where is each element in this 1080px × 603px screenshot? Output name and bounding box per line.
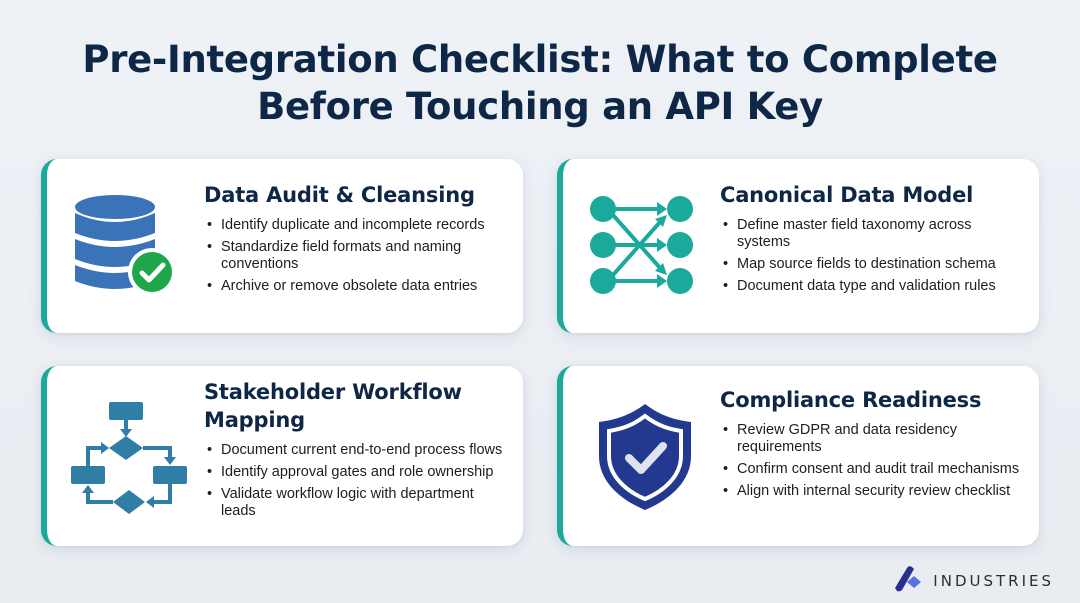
industries-logo-icon <box>893 564 923 597</box>
flowchart-icon <box>69 396 189 516</box>
brand-logo: INDUSTRIES <box>893 564 1054 597</box>
database-check-icon <box>69 189 179 299</box>
card-title: Compliance Readiness <box>720 388 982 412</box>
brand-name: INDUSTRIES <box>933 571 1054 590</box>
card-data-audit: Data Audit & Cleansing Identify duplicat… <box>41 159 523 333</box>
list-item: Define master field taxonomy across syst… <box>720 217 1025 251</box>
list-item: Align with internal security review chec… <box>720 483 1025 500</box>
checklist: Identify duplicate and incomplete record… <box>204 217 509 295</box>
shield-check-icon <box>585 396 705 516</box>
card-canonical-model: Canonical Data Model Define master field… <box>557 159 1039 333</box>
field-mapping-icon <box>585 189 695 299</box>
checklist: Document current end-to-end process flow… <box>204 442 509 520</box>
list-item: Review GDPR and data residency requireme… <box>720 422 1025 456</box>
checklist: Define master field taxonomy across syst… <box>720 217 1025 295</box>
checklist: Review GDPR and data residency requireme… <box>720 422 1025 500</box>
list-item: Confirm consent and audit trail mechanis… <box>720 461 1025 478</box>
list-item: Identify duplicate and incomplete record… <box>204 217 509 234</box>
list-item: Identify approval gates and role ownersh… <box>204 464 509 481</box>
page-title: Pre-Integration Checklist: What to Compl… <box>0 36 1080 130</box>
list-item: Document data type and validation rules <box>720 278 1025 295</box>
list-item: Map source fields to destination schema <box>720 256 1025 273</box>
list-item: Validate workflow logic with department … <box>204 486 509 520</box>
card-workflow-mapping: Stakeholder Workflow Mapping Document cu… <box>41 366 523 546</box>
list-item: Standardize field formats and naming con… <box>204 239 509 273</box>
list-item: Archive or remove obsolete data entries <box>204 278 509 295</box>
title-line-2: Before Touching an API Key <box>257 85 823 128</box>
card-title: Stakeholder Workflow Mapping <box>204 380 462 432</box>
card-title: Data Audit & Cleansing <box>204 183 475 207</box>
title-line-1: Pre-Integration Checklist: What to Compl… <box>82 38 998 81</box>
list-item: Document current end-to-end process flow… <box>204 442 509 459</box>
card-title: Canonical Data Model <box>720 183 974 207</box>
card-compliance-readiness: Compliance Readiness Review GDPR and dat… <box>557 366 1039 546</box>
